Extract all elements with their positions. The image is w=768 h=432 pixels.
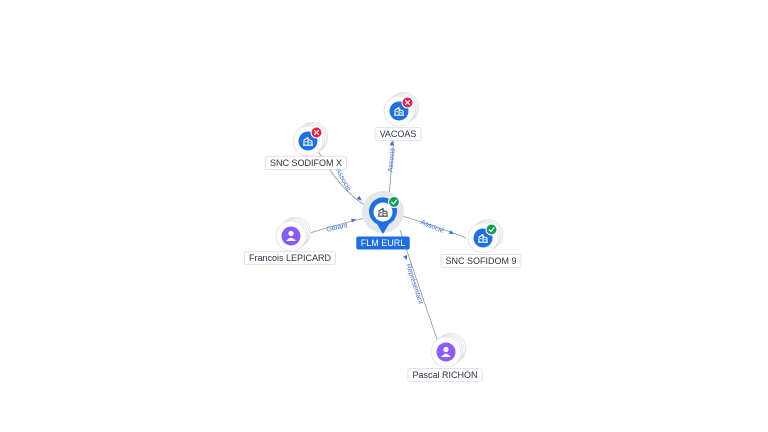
closed-x-icon (310, 126, 323, 139)
building-icon (394, 106, 404, 116)
edge-line (306, 217, 366, 235)
node-label: Francois LEPICARD (244, 251, 336, 265)
edge-label: Associé (419, 219, 444, 235)
edge-arrow-icon (403, 255, 408, 261)
node-label: VACOAS (374, 127, 422, 141)
building-icon (478, 233, 488, 243)
edge-lepicard[interactable]: Gérant (306, 217, 366, 235)
node-richon[interactable]: Pascal RICHON (407, 332, 483, 382)
building-icon (378, 207, 388, 217)
node-lepicard[interactable]: Francois LEPICARD (244, 216, 336, 265)
person-icon (441, 346, 451, 357)
node-label: SNC SOFIDOM 9 (440, 254, 522, 268)
node-label-text: FLM EURL (361, 238, 406, 248)
edge-label: Représentant (404, 263, 424, 305)
node-label: FLM EURL (356, 236, 410, 250)
active-check-icon (388, 196, 400, 208)
edge-arrow-icon (356, 195, 362, 201)
node-sodifom[interactable]: SNC SODIFOM X (265, 121, 347, 170)
node-label: Pascal RICHON (407, 368, 483, 382)
node-label-text: SNC SOFIDOM 9 (445, 256, 516, 266)
edge-arrow-icon (351, 218, 357, 223)
active-check-icon (485, 223, 498, 236)
edge-label: Associé (334, 168, 352, 193)
building-icon (303, 136, 313, 146)
node-label-text: Pascal RICHON (412, 370, 477, 380)
person-icon (286, 230, 296, 241)
node-label-text: VACOAS (380, 129, 417, 139)
node-vacoas[interactable]: VACOAS (374, 92, 422, 141)
node-sofidom[interactable]: SNC SOFIDOM 9 (440, 218, 522, 268)
node-label: SNC SODIFOM X (265, 156, 347, 170)
node-label-text: Francois LEPICARD (249, 253, 332, 263)
closed-x-icon (401, 96, 414, 109)
node-label-text: SNC SODIFOM X (270, 158, 342, 168)
edge-label: Gérant (326, 222, 348, 233)
edge-arrow-icon (448, 230, 455, 234)
center-node[interactable]: FLM EURL (356, 191, 410, 250)
edge-arrow-icon (389, 140, 394, 146)
edge-sofidom[interactable]: Associé (401, 215, 467, 239)
edge-line (401, 215, 467, 239)
edge-label: Associé (387, 147, 397, 172)
nodes-layer: VACOAS SNC SODIFOM X SNC SOFIDOM 9 Francois… (244, 92, 522, 382)
